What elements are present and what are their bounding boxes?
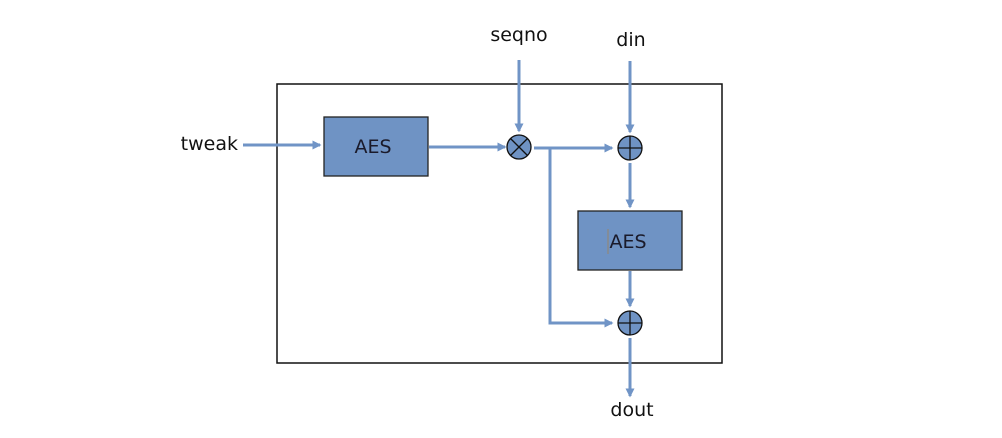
multiply-icon xyxy=(506,134,532,160)
dout-label: dout xyxy=(610,399,653,421)
tweak-label: tweak xyxy=(181,133,238,155)
outer-frame xyxy=(276,83,723,364)
aes-block-top: AES xyxy=(323,116,429,177)
aes-block-top-label: AES xyxy=(354,136,391,158)
xor-icon xyxy=(617,310,643,336)
seqno-label: seqno xyxy=(490,24,547,46)
aes-block-bottom-label: AES xyxy=(609,231,646,253)
tweak-branch-arrow xyxy=(548,148,614,328)
aes-block-bottom: AES xyxy=(577,210,683,271)
din-label: din xyxy=(616,29,645,51)
xor-icon xyxy=(617,135,643,161)
